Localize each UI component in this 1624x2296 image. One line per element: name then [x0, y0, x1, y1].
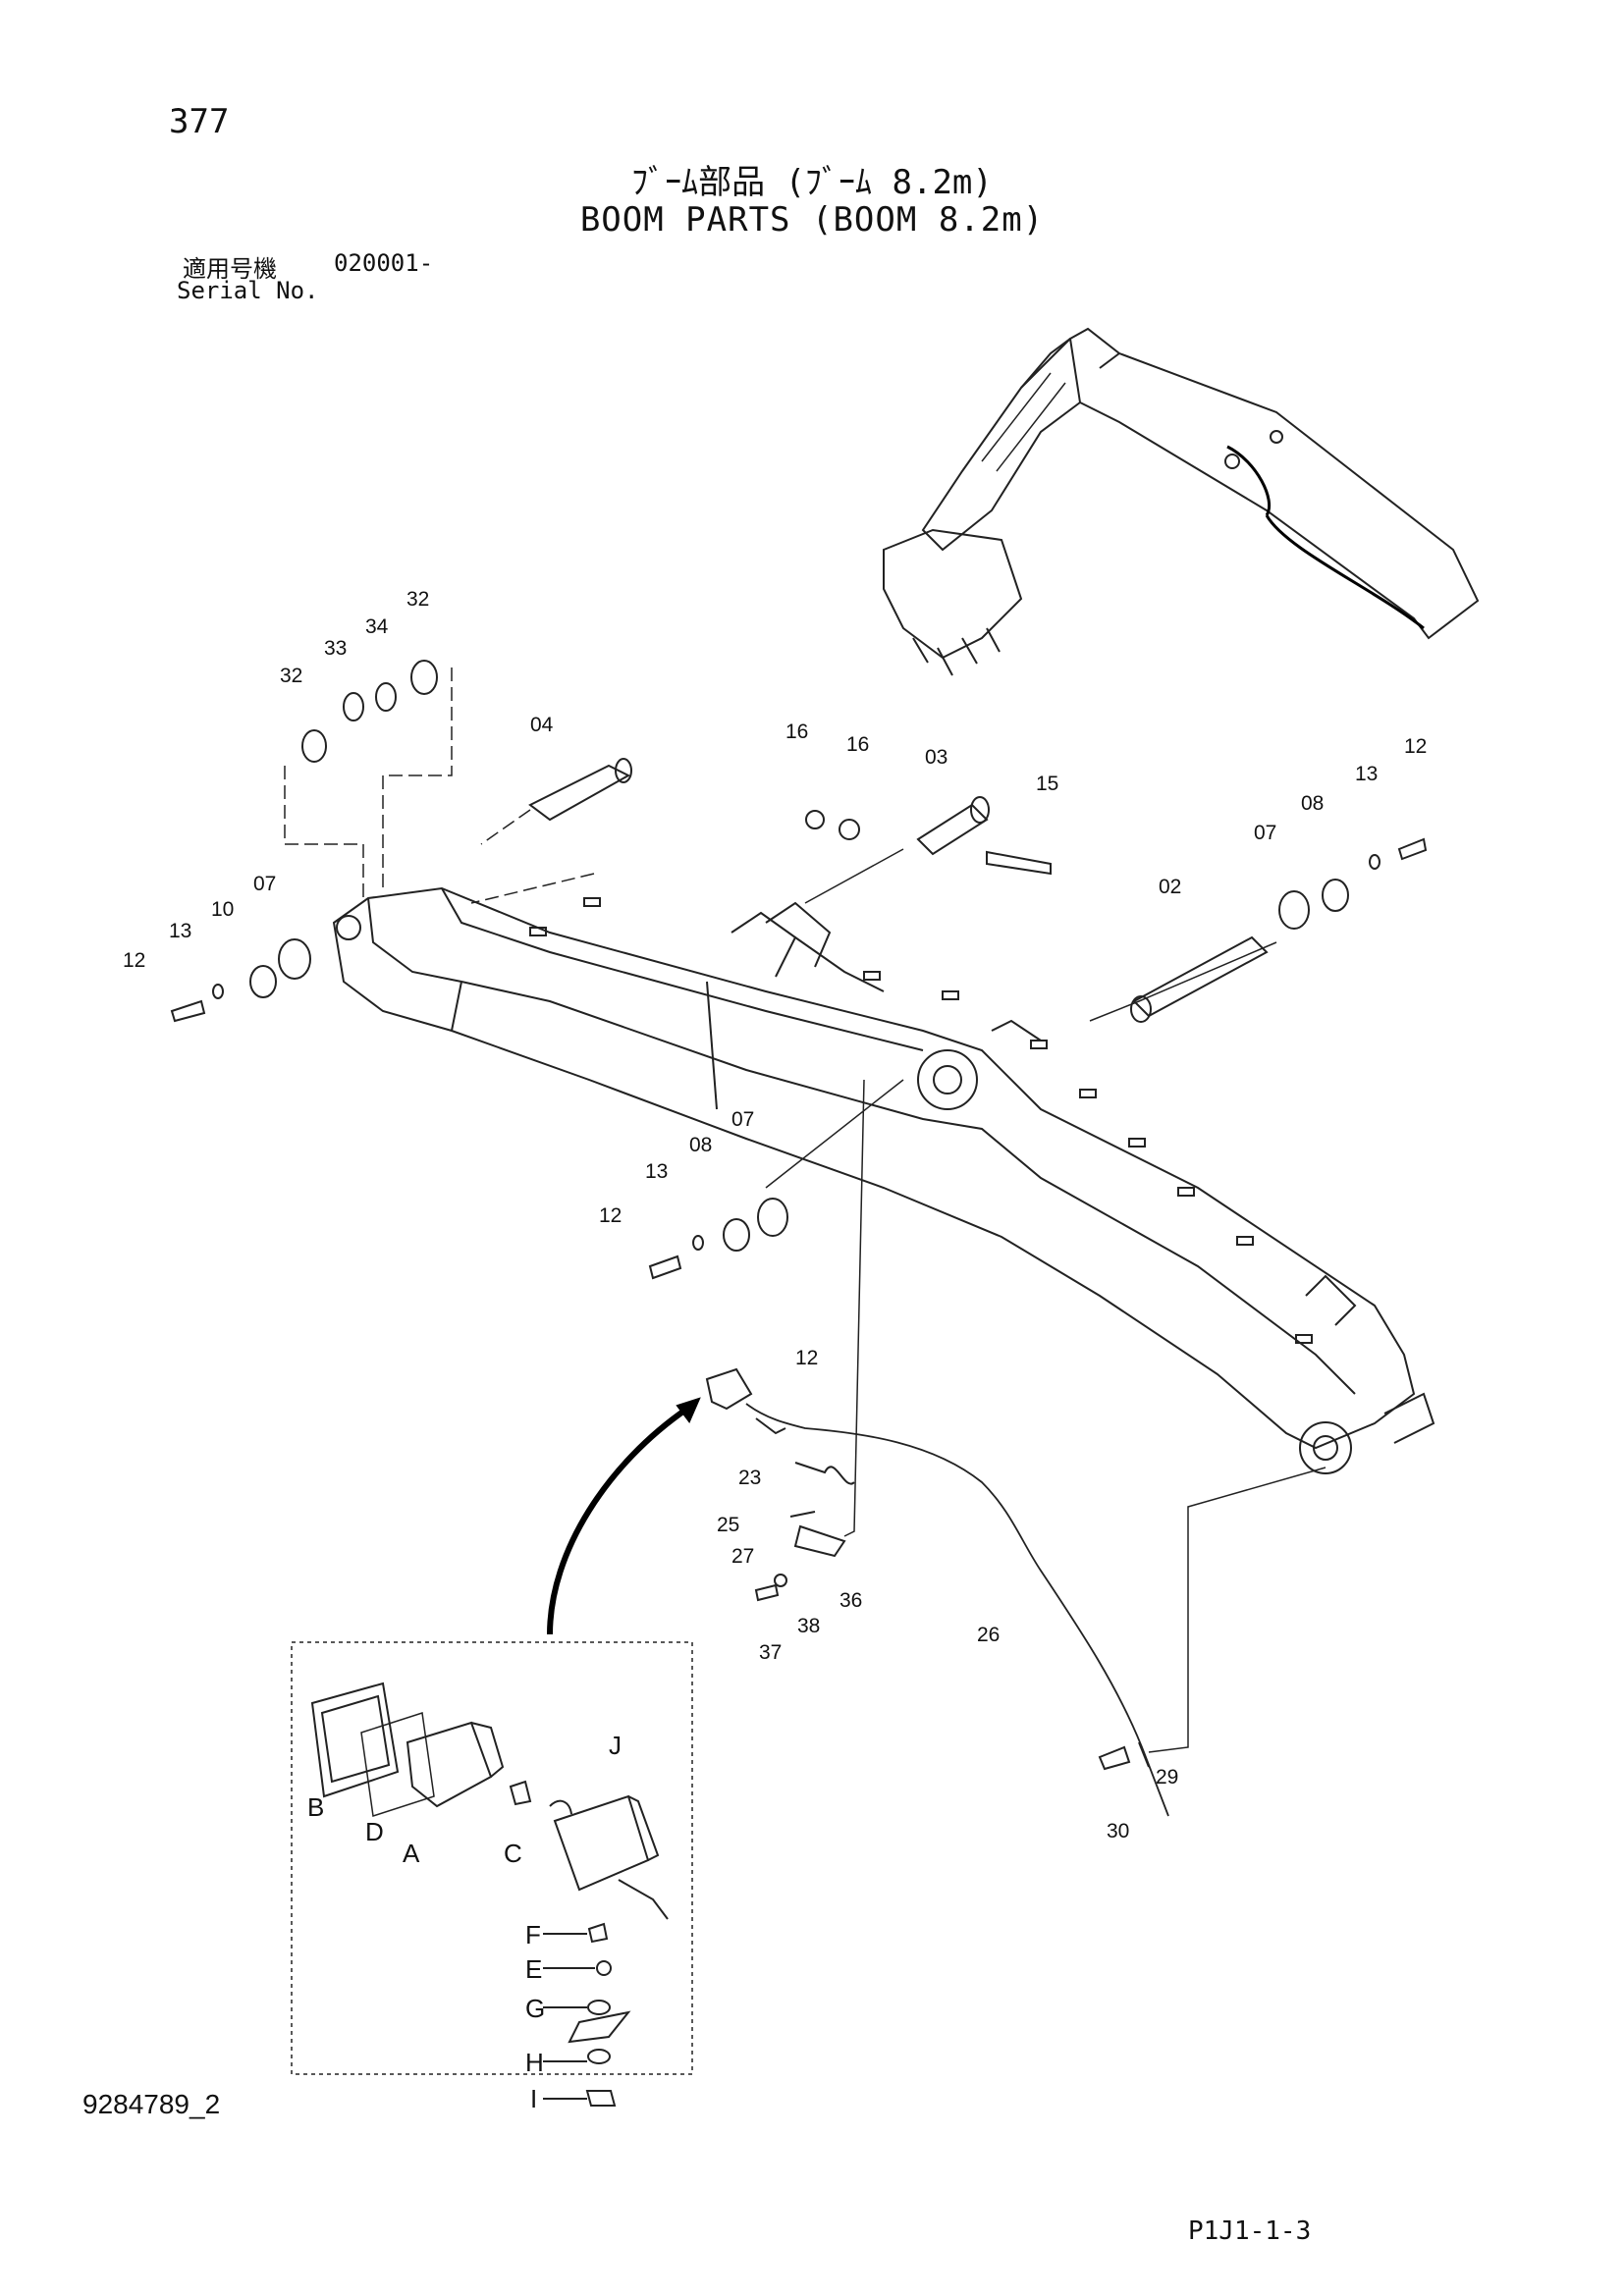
callout-32b: 32	[406, 588, 429, 611]
callout-25: 25	[717, 1514, 739, 1536]
callout-37: 37	[759, 1641, 782, 1664]
lamp-detail-frame	[291, 1641, 693, 2075]
callout-16b: 16	[846, 733, 869, 756]
callout-29: 29	[1156, 1766, 1178, 1789]
callout-12a: 12	[1404, 735, 1427, 758]
detail-arrowhead	[676, 1397, 701, 1423]
callout-23: 23	[738, 1467, 761, 1489]
callout-15: 15	[1036, 773, 1058, 795]
leader-lines	[284, 667, 1326, 1753]
callout-13a: 13	[1355, 763, 1378, 785]
page-number: 377	[169, 102, 230, 141]
lamp-label-D: D	[365, 1817, 384, 1846]
callout-34: 34	[365, 615, 389, 638]
callout-03: 03	[925, 746, 947, 769]
callout-07b: 07	[253, 873, 276, 895]
page-title-en: BOOM PARTS (BOOM 8.2m)	[579, 200, 1045, 240]
hardware	[170, 660, 1428, 1280]
lamp-label-I: I	[530, 2084, 537, 2113]
lamp-label-H: H	[525, 2048, 544, 2077]
callout-13b: 13	[169, 920, 191, 942]
callout-38: 38	[797, 1615, 820, 1637]
callout-labels: 32 33 34 32 04 16 16 03 15 12 13 08 07 0…	[123, 588, 1427, 1842]
callout-12c: 12	[599, 1204, 622, 1227]
lamp-labels: J B D A C F E G H I	[307, 1731, 622, 2113]
callout-08a: 08	[1301, 792, 1324, 815]
serial-label-en: Serial No.	[177, 277, 319, 304]
callout-12d: 12	[795, 1347, 818, 1369]
callout-07c: 07	[731, 1108, 754, 1131]
work-light-harness	[705, 1367, 1169, 1817]
callout-07a: 07	[1254, 822, 1276, 844]
lamp-label-C: C	[504, 1839, 522, 1868]
callout-10: 10	[211, 898, 234, 921]
callout-16a: 16	[785, 721, 808, 743]
callout-02: 02	[1159, 876, 1181, 898]
callout-36: 36	[839, 1589, 862, 1612]
callout-13c: 13	[645, 1160, 668, 1183]
lamp-exploded-view	[310, 1682, 669, 2107]
callout-08b: 08	[689, 1134, 712, 1156]
pin-03	[805, 796, 1052, 876]
callout-04: 04	[530, 714, 554, 736]
callout-33: 33	[324, 637, 347, 660]
lamp-label-G: G	[525, 1994, 545, 2023]
serial-value: 020001-	[334, 249, 434, 277]
lamp-label-E: E	[525, 1954, 542, 1984]
callout-27: 27	[731, 1545, 754, 1568]
drawing-code: 9284789_2	[82, 2089, 221, 2119]
callout-32a: 32	[280, 665, 302, 687]
serial-label-jp: 適用号機	[183, 255, 277, 283]
page-title-jp: ﾌﾞｰﾑ部品 (ﾌﾞｰﾑ 8.2m)	[631, 163, 993, 202]
callout-26: 26	[977, 1624, 1000, 1646]
detail-arrow	[547, 1406, 689, 1635]
pin-02	[1130, 935, 1269, 1023]
boom-body	[332, 886, 1435, 1474]
lamp-label-J: J	[609, 1731, 622, 1760]
lamp-label-B: B	[307, 1792, 324, 1822]
excavator-overview	[883, 327, 1480, 676]
callout-12b: 12	[123, 949, 145, 972]
pin-04	[528, 758, 632, 822]
callout-30: 30	[1107, 1820, 1129, 1842]
lamp-label-F: F	[525, 1920, 541, 1949]
sheet-code: P1J1-1-3	[1188, 2216, 1312, 2246]
lamp-label-A: A	[403, 1839, 420, 1868]
